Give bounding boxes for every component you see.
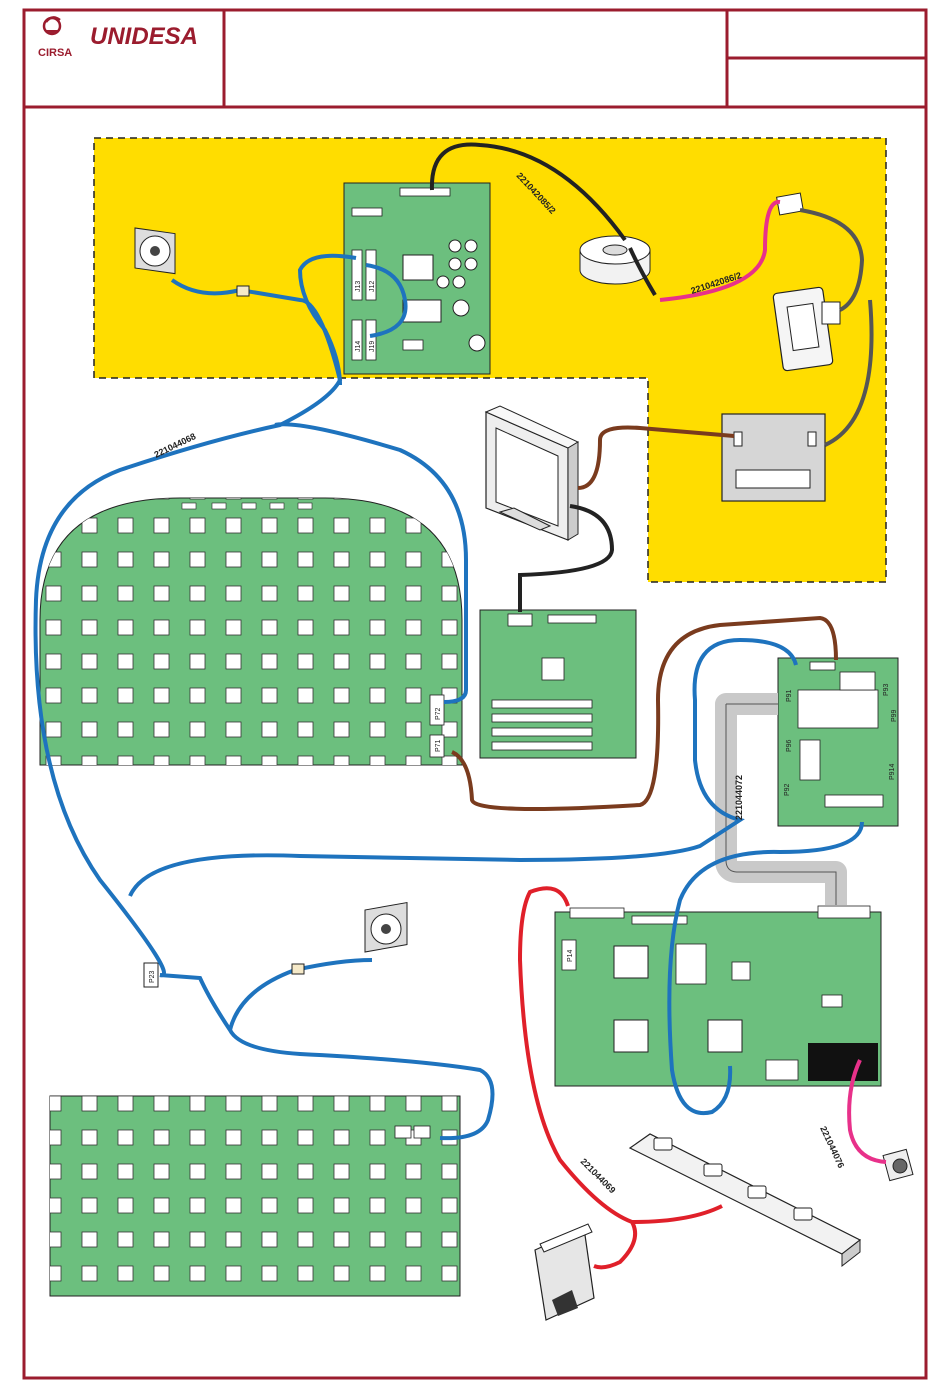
connector-p96: P96 xyxy=(786,739,793,752)
brand-unidesa: UNIDESA xyxy=(90,23,198,50)
cable-label-6: 221044076 xyxy=(818,1125,846,1170)
cirsa-logo-icon xyxy=(44,17,60,34)
cable-blue-connector xyxy=(237,286,249,296)
bottom-lamp-board xyxy=(50,1096,460,1296)
connector-p92: P92 xyxy=(784,783,791,796)
cable-red-strip xyxy=(632,1206,722,1222)
transformer-icon xyxy=(580,236,650,284)
io-board xyxy=(778,658,898,826)
connector-p99: P99 xyxy=(891,709,898,722)
connector-p72: P72 xyxy=(435,707,442,720)
connector-p914: P914 xyxy=(889,764,896,780)
video-board xyxy=(480,610,636,758)
key-switch xyxy=(883,1149,913,1180)
connector-p93: P93 xyxy=(883,683,890,696)
connector-p91: P91 xyxy=(786,689,793,702)
brand-cirsa: CIRSA xyxy=(38,47,72,59)
monitor-icon xyxy=(486,406,578,540)
power-module xyxy=(722,414,825,501)
connector-j14: J14 xyxy=(355,341,362,352)
button-strip-icon xyxy=(630,1134,860,1266)
connector-j19: J19 xyxy=(369,341,376,352)
connector-p23: P23 xyxy=(149,970,156,983)
connector-p14: P14 xyxy=(567,949,574,962)
cpu-board xyxy=(555,906,881,1086)
connector-block xyxy=(777,193,804,215)
top-lamp-board xyxy=(40,498,462,765)
connector-j13: J13 xyxy=(355,281,362,292)
cable-label-3: 221044068 xyxy=(152,431,197,460)
fan-icon xyxy=(365,903,407,952)
connector-p71: P71 xyxy=(435,739,442,752)
connector-j12: J12 xyxy=(369,281,376,292)
cable-blue-connector xyxy=(292,964,304,974)
fan-icon xyxy=(135,228,175,274)
power-board xyxy=(344,183,490,374)
coin-validator-icon xyxy=(535,1224,594,1320)
cable-label-4: 221044072 xyxy=(734,775,744,820)
